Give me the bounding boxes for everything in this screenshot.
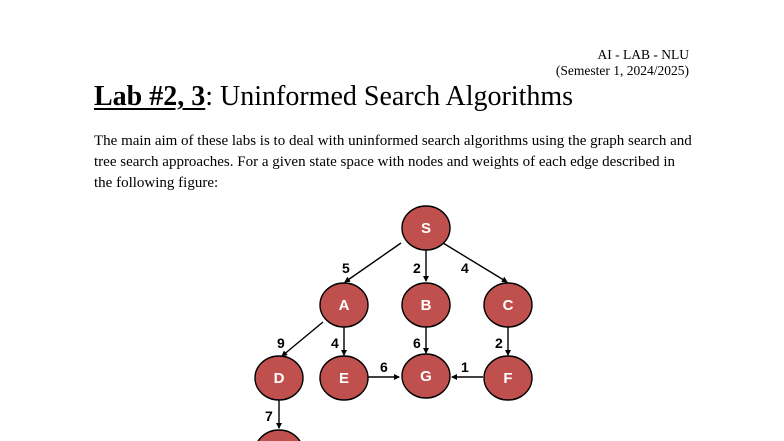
node-f: F [483, 355, 533, 401]
weight-d-h: 7 [265, 408, 273, 424]
weight-c-f: 2 [495, 335, 503, 351]
node-h-partial [257, 429, 301, 441]
weight-s-b: 2 [413, 260, 421, 276]
course-label: AI - LAB - NLU [597, 47, 689, 62]
node-b: B [401, 282, 451, 328]
node-f-label: F [503, 370, 512, 387]
node-s-label: S [421, 220, 431, 237]
intro-paragraph: The main aim of these labs is to deal wi… [94, 131, 694, 194]
node-d: D [254, 355, 304, 401]
node-g-label: G [420, 368, 432, 385]
semester-label: (Semester 1, 2024/2025) [555, 63, 689, 78]
node-g: G [401, 353, 451, 399]
graph-edges [276, 242, 511, 429]
weight-s-a: 5 [342, 260, 350, 276]
page-title: Lab #2, 3: Uninformed Search Algorithms [94, 80, 573, 114]
node-e: E [319, 355, 369, 401]
node-a: A [319, 282, 369, 328]
node-c-label: C [503, 297, 514, 314]
weight-e-g: 6 [380, 359, 388, 375]
weight-a-d: 9 [277, 335, 285, 351]
weight-a-e: 4 [331, 335, 339, 351]
title-text: : Uninformed Search Algorithms [205, 81, 574, 112]
edge-a-d [281, 321, 324, 357]
intro-text: The main aim of these labs is to deal wi… [94, 133, 692, 191]
node-b-label: B [421, 297, 432, 314]
node-c: C [483, 282, 533, 328]
edge-weights: 5 2 4 9 4 6 2 6 1 7 [265, 260, 503, 424]
edge-s-a [344, 242, 402, 283]
lab-number: Lab #2, 3 [94, 81, 206, 112]
edge-s-c [442, 242, 508, 283]
graph-nodes: S A B C D E G F [254, 205, 533, 441]
node-d-label: D [274, 370, 285, 387]
weight-b-g: 6 [413, 335, 421, 351]
weight-s-c: 4 [461, 260, 469, 276]
document-header: AI - LAB - NLU (Semester 1, 2024/2025) [556, 47, 689, 79]
node-e-label: E [339, 370, 349, 387]
weight-f-g: 1 [461, 359, 469, 375]
node-s: S [401, 205, 451, 251]
node-a-label: A [339, 297, 350, 314]
